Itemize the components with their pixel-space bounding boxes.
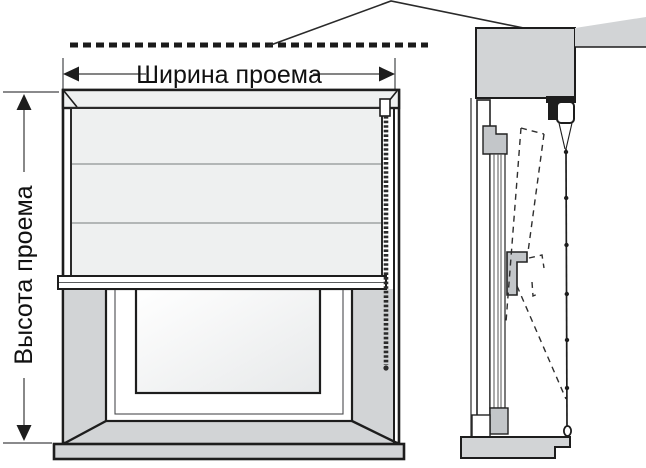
height-arrow-bottom: [16, 425, 32, 441]
chain-bracket: [379, 98, 391, 117]
window-sill-side: [460, 436, 571, 459]
roller-box: [556, 101, 575, 124]
width-dimension-label: Ширина проема: [136, 61, 322, 89]
width-dimension: Ширина проема: [62, 58, 396, 89]
window-front: [52, 88, 406, 461]
roller-bracket: [548, 103, 557, 120]
roller-unit-side: [546, 96, 576, 437]
roller-cap: [546, 96, 576, 103]
height-dimension: Высота проема: [3, 91, 59, 444]
ghost-top-edge: [520, 127, 545, 135]
width-arrow-left: [63, 66, 79, 82]
window-reveal: [65, 289, 393, 443]
ghost-handle-stem: [531, 281, 541, 298]
chain-bead-3: [564, 242, 569, 248]
frame-profile-side: [471, 99, 528, 438]
ceiling-band: [575, 17, 646, 47]
hanging-fabric-line: [565, 148, 568, 428]
height-arrow-top: [16, 94, 32, 110]
chain-end-ring: [563, 425, 573, 437]
tilted-sash-ghost: [505, 127, 567, 400]
frame-bottom-bracket: [489, 407, 509, 435]
window-glass: [134, 287, 322, 395]
chain-end-bead: [383, 365, 389, 371]
chain-bead-5: [564, 337, 570, 343]
side-view: [460, 17, 646, 459]
lintel-block: [475, 27, 576, 99]
window-sill-front: [52, 442, 406, 461]
fabric-taper-left: [558, 122, 566, 150]
chain-bead-1: [563, 149, 569, 155]
window-handle-side: [506, 251, 528, 296]
height-dimension-label: Высота проема: [10, 185, 38, 364]
header-bevel-left: [63, 90, 78, 108]
reveal-diagonal-left: [64, 419, 107, 445]
reveal-diagonal-right: [351, 419, 398, 445]
frame-foot: [471, 414, 491, 438]
blind-header-rail: [61, 88, 401, 110]
fabric-taper-right: [565, 122, 573, 150]
ghost-right-edge: [527, 133, 545, 253]
chain-bead-6: [564, 385, 570, 391]
chain-bead-4: [564, 291, 569, 297]
chain-bead-2: [564, 195, 569, 201]
ghost-handle-top: [528, 254, 545, 269]
front-view: Ширина проема Высота проема: [3, 0, 613, 461]
width-arrow-right: [379, 66, 395, 82]
frame-top-bracket: [482, 125, 508, 155]
roman-blind-front: [57, 88, 401, 371]
blind-fabric: [70, 107, 383, 278]
ghost-bottom-diagonal: [516, 285, 567, 400]
